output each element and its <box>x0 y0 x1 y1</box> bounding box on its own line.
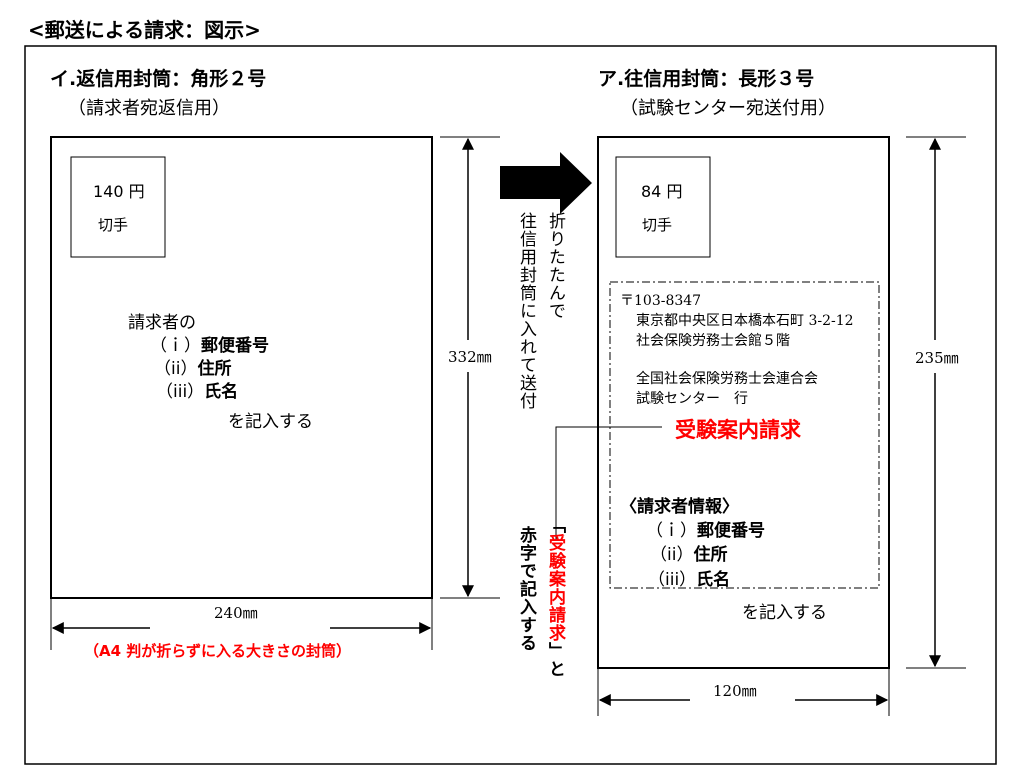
requester-item-address-label: 住所 <box>197 359 232 379</box>
outgoing-stamp-price: 84 円 <box>641 182 683 201</box>
info-item-postal: （ｉ）郵便番号 <box>646 516 765 541</box>
return-envelope-note: （A4 判が折らずに入る大きさの封筒） <box>84 642 351 660</box>
return-envelope-subtitle: （請求者宛返信用） <box>68 98 230 119</box>
page-header: <郵送による請求：図示> <box>28 18 261 42</box>
return-stamp-box <box>70 156 166 258</box>
fold-instruction-line2: 往信用封筒に入れて送付 <box>516 212 536 410</box>
info-item-address-prefix: （ii） <box>650 545 694 565</box>
address-line3: 全国社会保険労務士会連合会 <box>636 371 818 387</box>
address-line1: 東京都中央区日本橋本石町 3-2-12 <box>636 313 854 329</box>
info-item-name: （iii）氏名 <box>648 565 730 590</box>
requester-item-address: （ii）住所 <box>154 354 231 379</box>
red-text-connector <box>555 426 662 540</box>
outgoing-stamp-label: 切手 <box>642 216 673 234</box>
requester-item-postal: （ｉ）郵便番号 <box>150 331 269 356</box>
info-item-name-prefix: （iii） <box>648 570 697 590</box>
request-red-label: 受験案内請求 <box>675 418 801 442</box>
info-item-address-label: 住所 <box>693 545 728 565</box>
outer-frame <box>24 45 997 765</box>
fold-instruction-line1: 折りたたんで <box>545 212 565 320</box>
return-stamp-label: 切手 <box>98 216 129 234</box>
requester-item-address-prefix: （ii） <box>154 359 198 379</box>
outgoing-width-label: 120㎜ <box>713 682 757 700</box>
requester-item-postal-label: 郵便番号 <box>201 336 269 356</box>
info-item-name-label: 氏名 <box>696 570 731 590</box>
requester-item-postal-prefix: （ｉ） <box>150 336 201 356</box>
requester-instruction-head: 請求者の <box>128 313 196 333</box>
outgoing-stamp-box <box>615 156 711 258</box>
red-text-close: 」と <box>545 642 565 678</box>
requester-item-name-prefix: （iii） <box>156 382 205 402</box>
address-area <box>609 281 880 589</box>
return-envelope-title: イ.返信用封筒：角形２号 <box>50 68 267 90</box>
red-text-open: 「 <box>545 516 565 534</box>
info-item-address: （ii）住所 <box>650 540 727 565</box>
requester-info-head: 〈請求者情報〉 <box>620 497 739 517</box>
info-item-postal-prefix: （ｉ） <box>646 521 697 541</box>
return-height-label: 332㎜ <box>448 346 492 367</box>
red-text-instruction-line1: 「受験案内請求」と <box>543 516 568 678</box>
return-envelope <box>50 136 433 599</box>
outgoing-height-label: 235㎜ <box>915 347 959 368</box>
address-line4: 試験センター 行 <box>636 391 748 407</box>
address-line2: 社会保険労務士会館５階 <box>636 333 790 349</box>
requester-item-name-label: 氏名 <box>204 382 239 402</box>
outgoing-envelope-title: ア.往信用封筒：長形３号 <box>598 68 815 90</box>
return-width-label: 240㎜ <box>214 604 258 622</box>
address-postal-code: 〒103-8347 <box>620 293 702 309</box>
red-text-keyword: 受験案内請求 <box>545 534 565 642</box>
requester-instruction-tail: を記入する <box>228 412 313 432</box>
outgoing-envelope <box>597 136 890 669</box>
requester-item-name: （iii）氏名 <box>156 377 238 402</box>
info-tail: を記入する <box>742 603 827 623</box>
red-text-instruction-line2: 赤字で記入する <box>516 526 536 652</box>
outgoing-envelope-subtitle: （試験センター宛送付用） <box>620 98 836 119</box>
info-item-postal-label: 郵便番号 <box>697 521 765 541</box>
transfer-arrow <box>500 152 592 214</box>
return-stamp-price: 140 円 <box>93 182 145 201</box>
